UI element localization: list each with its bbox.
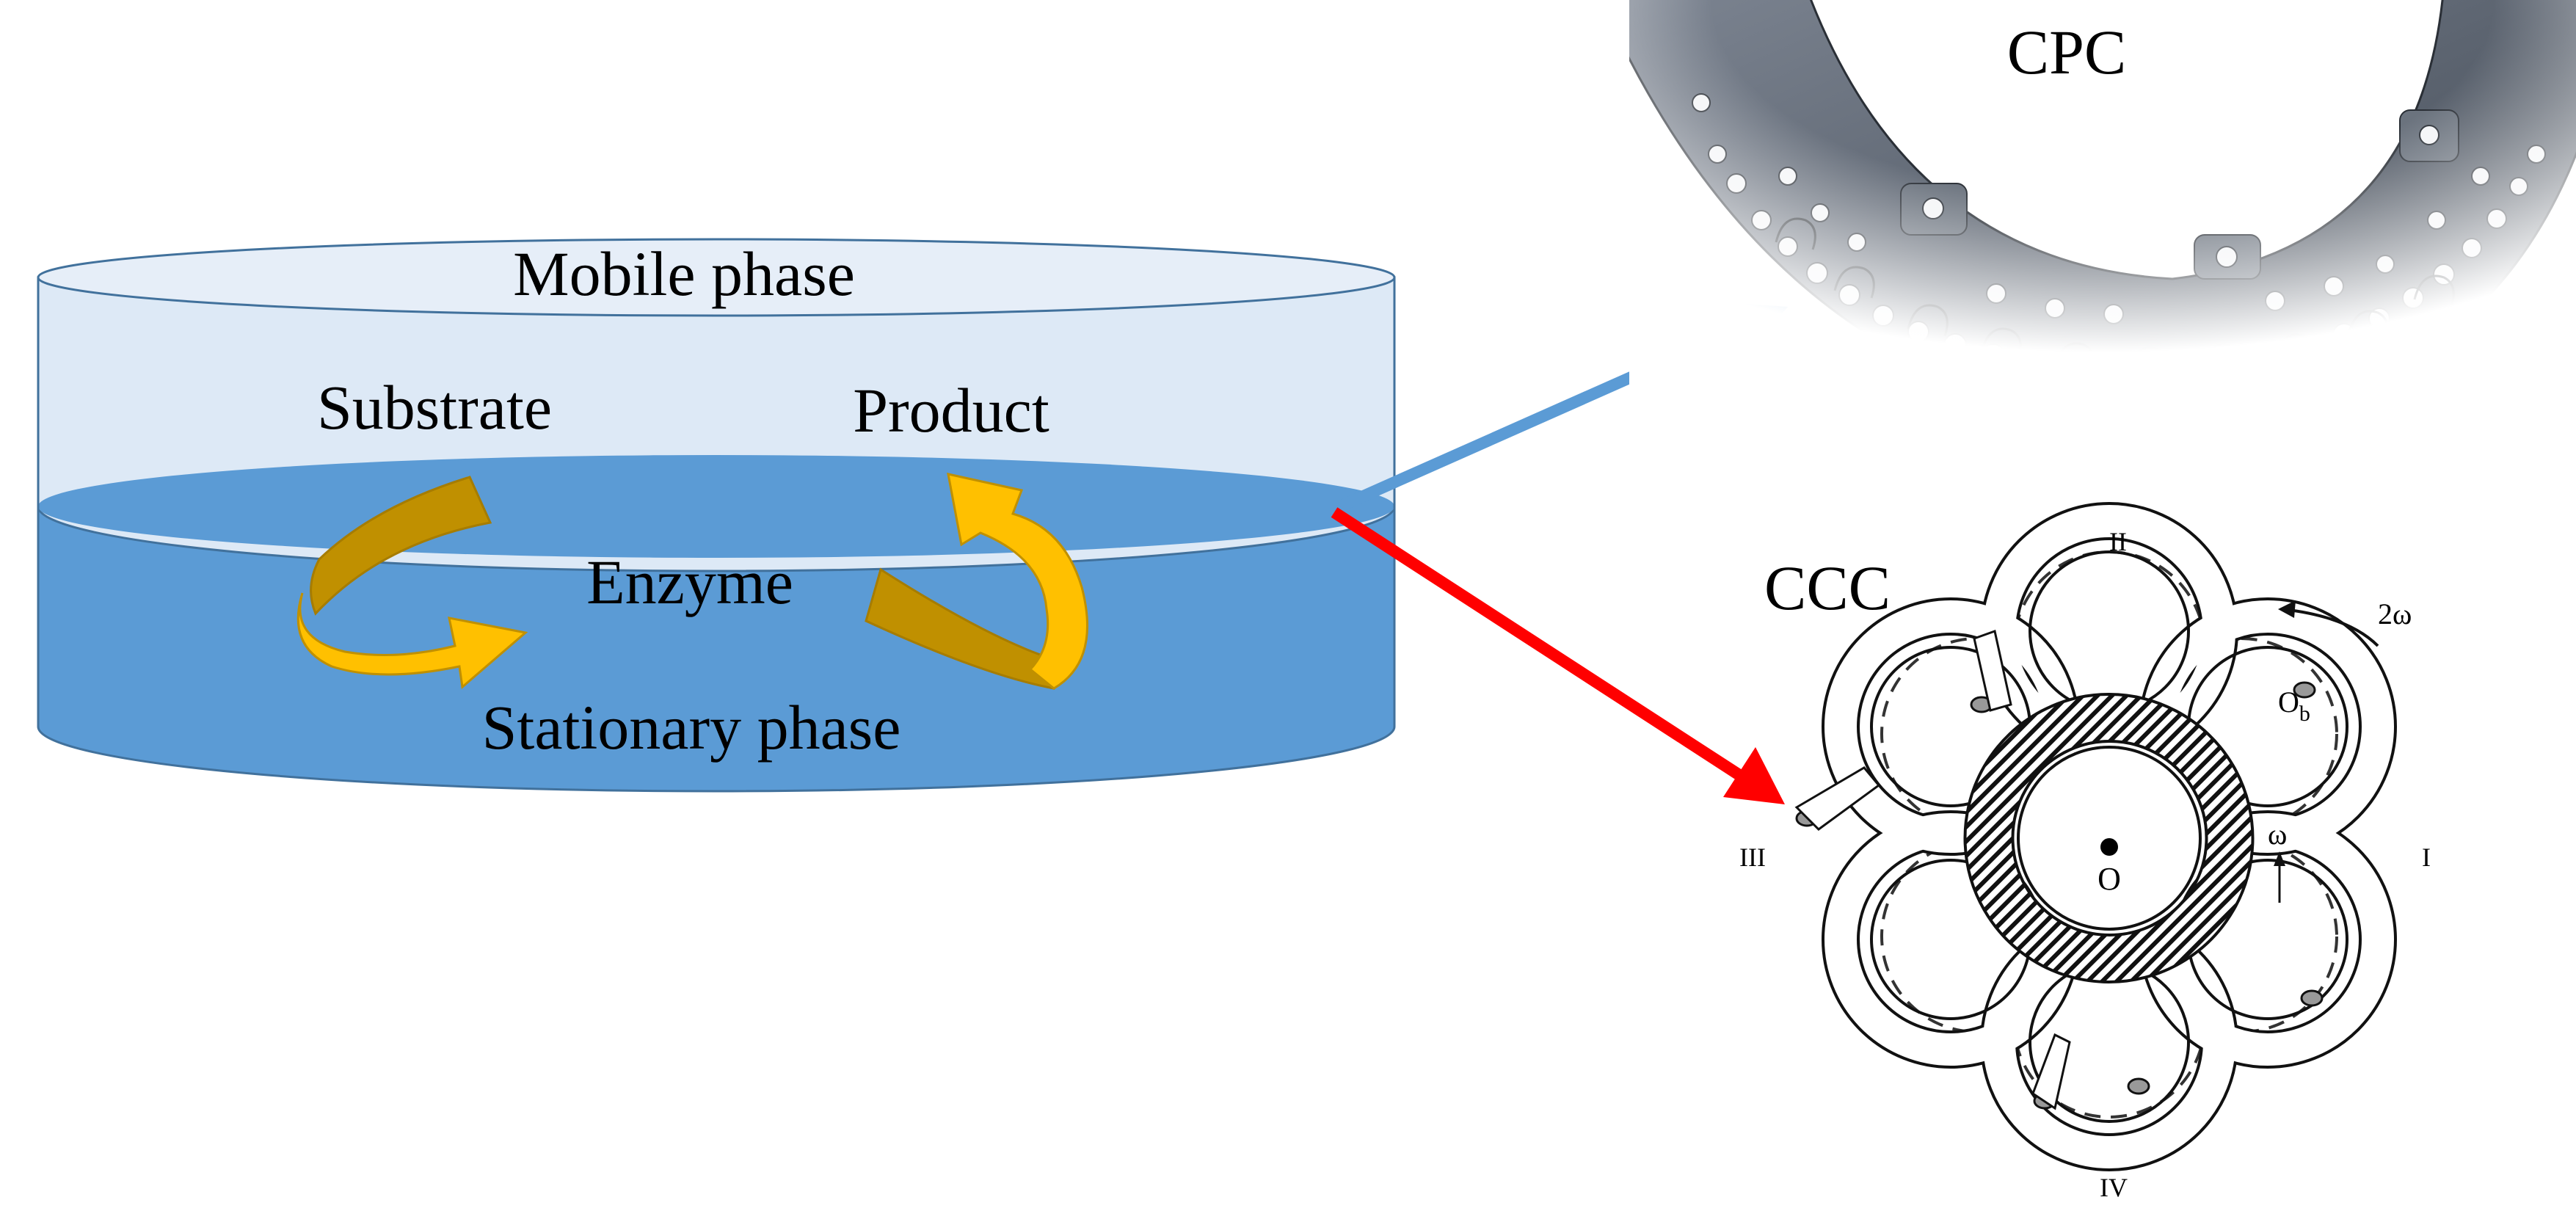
mobile-phase-label: Mobile phase bbox=[513, 239, 855, 309]
product-label: Product bbox=[853, 375, 1049, 445]
arrow-to-ccc bbox=[1331, 507, 1785, 804]
vessel: Mobile phase Substrate Product Enzyme St… bbox=[37, 238, 1396, 793]
substrate-label: Substrate bbox=[317, 372, 552, 443]
ccc-coil-diagram: CCC bbox=[1739, 502, 2431, 1202]
phase-interface bbox=[38, 455, 1394, 558]
center-label: O bbox=[2097, 861, 2121, 897]
center-point bbox=[2100, 838, 2118, 856]
label-iv: IV bbox=[2100, 1173, 2128, 1202]
hatched-coil-segments bbox=[1963, 693, 2255, 983]
ccc-label: CCC bbox=[1764, 553, 1891, 623]
cpc-rotor-image: CPC bbox=[1629, 0, 2576, 470]
stationary-phase-label: Stationary phase bbox=[482, 692, 901, 763]
label-i: I bbox=[2422, 843, 2431, 872]
ob-label: Ob bbox=[2278, 685, 2310, 726]
substrate-to-enzyme-arrow bbox=[296, 476, 528, 689]
enzyme-label: Enzyme bbox=[586, 547, 793, 617]
two-omega-label: 2ω bbox=[2378, 597, 2412, 630]
rotation-arrow-2omega bbox=[2282, 608, 2379, 647]
omega-label: ω bbox=[2268, 818, 2287, 851]
label-iii: III bbox=[1739, 843, 1766, 872]
cpc-label: CPC bbox=[2007, 17, 2127, 87]
label-ii: II bbox=[2109, 527, 2127, 556]
enzyme-to-product-arrow bbox=[865, 473, 1088, 690]
